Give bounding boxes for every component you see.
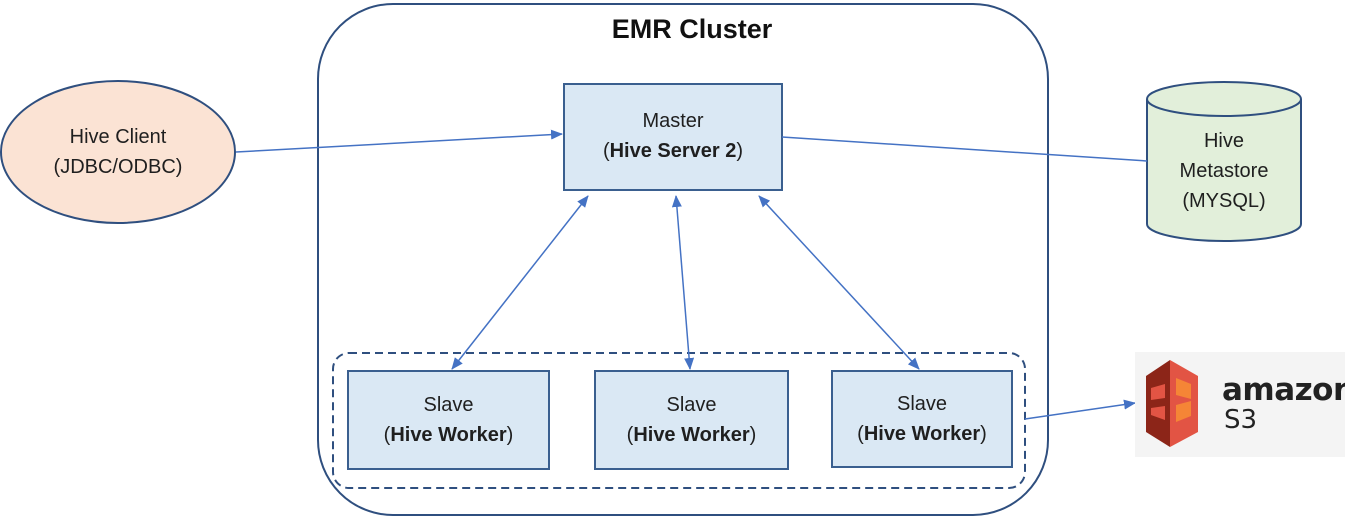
slave-2-line1: Slave <box>666 394 717 416</box>
slave-1-line2: (Hive Worker) <box>383 424 514 446</box>
arrow-master-slave-1 <box>451 195 589 370</box>
hive-client-line1: Hive Client <box>69 126 167 148</box>
arrow-workers-to-s3 <box>1024 399 1136 420</box>
slave-1-line1: Slave <box>423 394 474 416</box>
amazon-s3-icon <box>1146 360 1198 447</box>
slave-3-line2: (Hive Worker) <box>857 423 987 445</box>
slave-node-3 <box>831 370 1013 468</box>
master-line2: (Hive Server 2) <box>602 140 744 162</box>
hive-client-node <box>0 80 236 224</box>
slave-node-1 <box>347 370 550 470</box>
s3-amazon-word: amazon <box>1222 372 1345 408</box>
slave-3-line1: Slave <box>896 393 948 415</box>
arrow-client-to-master <box>235 129 563 153</box>
master-label: Master (Hive Server 2) <box>564 106 782 166</box>
metastore-line2: Metastore <box>1179 160 1269 182</box>
hive-client-line2: (JDBC/ODBC) <box>53 156 183 178</box>
master-node <box>563 83 783 191</box>
metastore-line3: (MYSQL) <box>1182 190 1266 212</box>
metastore-line1: Hive <box>1203 130 1244 152</box>
arrow-master-slave-2 <box>671 195 695 370</box>
slave-2-line2: (Hive Worker) <box>626 424 757 446</box>
metastore-cylinder <box>1146 81 1302 242</box>
slave-node-2 <box>594 370 789 470</box>
slave-label-3: Slave (Hive Worker) <box>832 389 1012 449</box>
slave-label-2: Slave (Hive Worker) <box>595 390 788 450</box>
master-line1: Master <box>642 110 704 132</box>
master-role: Hive Server 2 <box>609 140 737 162</box>
line-master-to-metastore <box>781 136 1148 162</box>
metastore-label: Hive Metastore (MYSQL) <box>1147 126 1301 216</box>
slave-label-1: Slave (Hive Worker) <box>348 390 549 450</box>
s3-s3-word: S3 <box>1224 405 1258 435</box>
hive-client-label: Hive Client (JDBC/ODBC) <box>8 122 228 182</box>
arrow-master-slave-3 <box>758 195 920 370</box>
cluster-title: EMR Cluster <box>611 14 773 44</box>
emr-cluster-container <box>317 3 1049 516</box>
